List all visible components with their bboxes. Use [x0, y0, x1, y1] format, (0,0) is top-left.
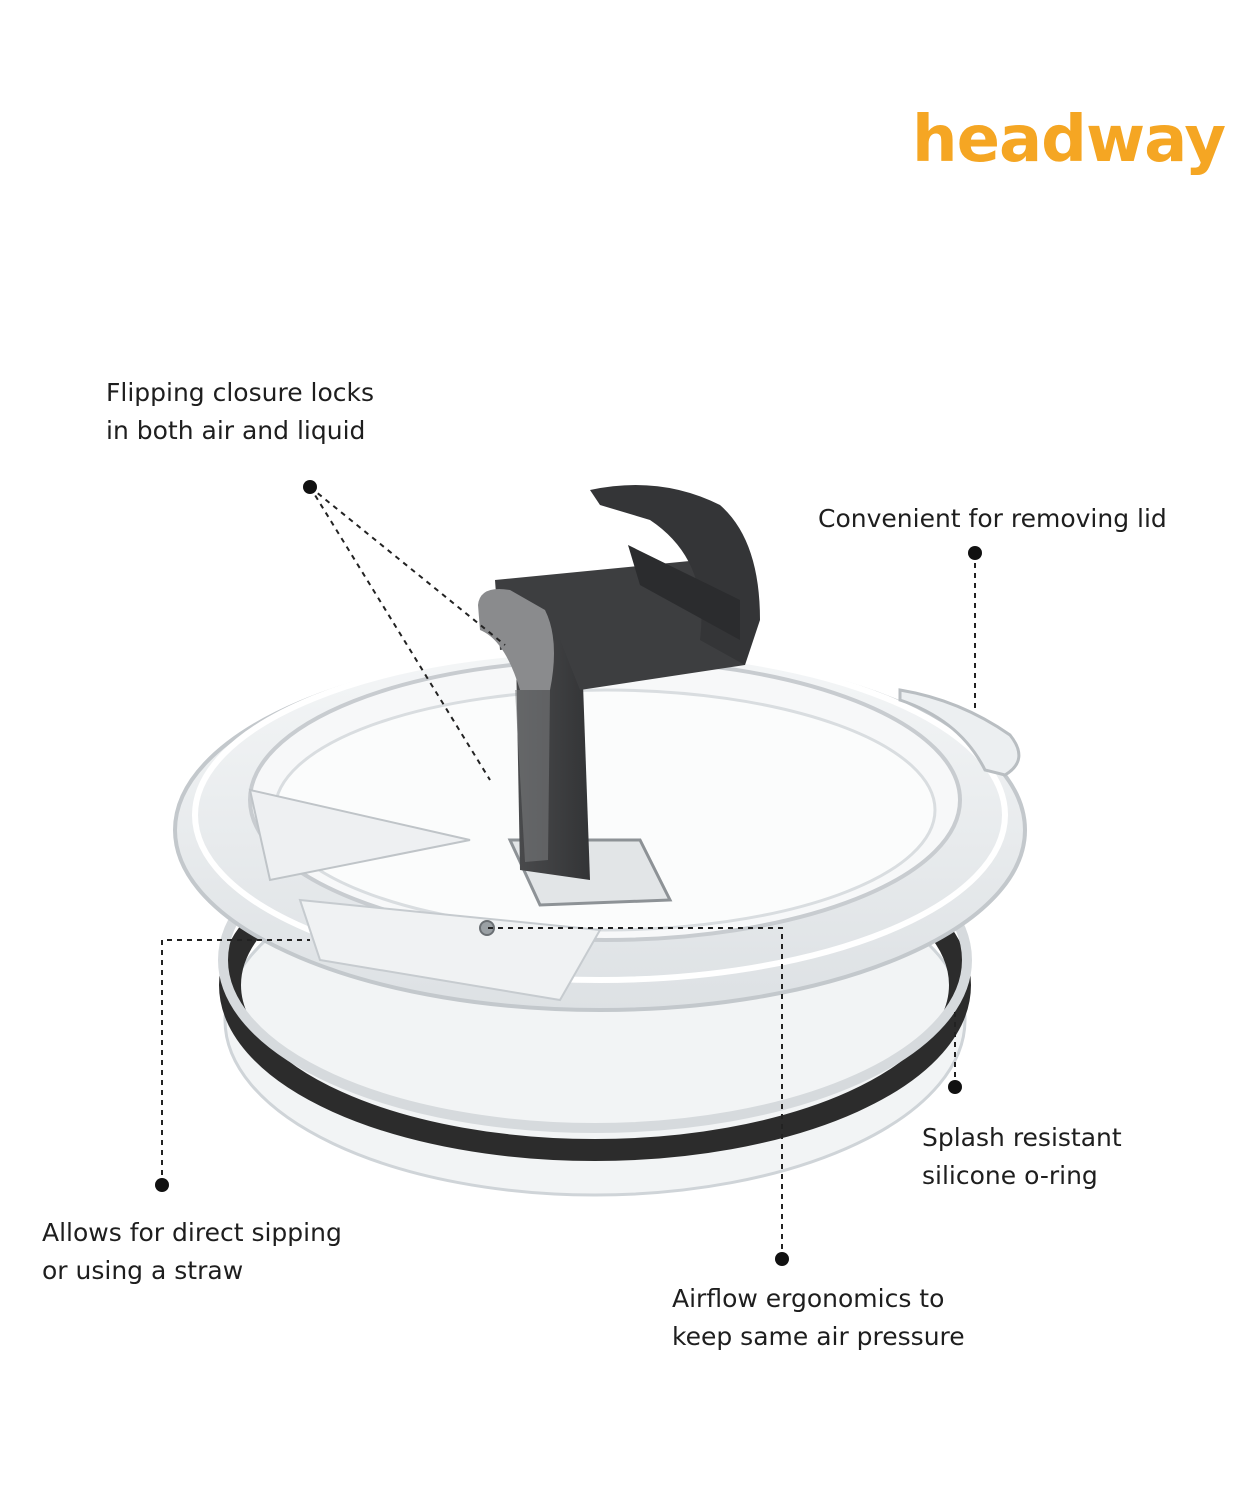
callout-splash-resistant: Splash resistant silicone o-ring: [922, 1119, 1122, 1195]
leader-dot-removing: [968, 546, 982, 560]
callout-splash-line2: silicone o-ring: [922, 1161, 1098, 1190]
headway-logo: headway: [912, 103, 1226, 177]
lid-removal-tab: [898, 688, 1021, 777]
callout-removing-lid: Convenient for removing lid: [818, 500, 1167, 538]
callout-airflow-line2: keep same air pressure: [672, 1322, 965, 1351]
leader-dot-airflow: [775, 1252, 789, 1266]
leader-lines: [161, 486, 976, 1259]
leader-dot-flipping: [303, 480, 317, 494]
callout-flipping-line2: in both air and liquid: [106, 416, 366, 445]
leader-line-airflow: [487, 927, 783, 1259]
lid-body: [173, 647, 1027, 1197]
leader-line-sipping: [161, 939, 310, 1185]
leader-line-flipping-b: [309, 486, 506, 646]
callout-splash-line1: Splash resistant: [922, 1123, 1122, 1152]
leader-dot-sipping: [155, 1178, 169, 1192]
leader-line-flipping-a: [309, 486, 491, 781]
closure-grip: [478, 589, 554, 690]
air-vent-hole: [479, 920, 495, 936]
callout-removing-line1: Convenient for removing lid: [818, 504, 1167, 533]
callout-airflow: Airflow ergonomics to keep same air pres…: [672, 1280, 965, 1356]
callout-airflow-line1: Airflow ergonomics to: [672, 1284, 945, 1313]
callout-flipping-line1: Flipping closure locks: [106, 378, 375, 407]
leader-dot-splash: [948, 1080, 962, 1094]
callout-direct-sipping: Allows for direct sipping or using a str…: [42, 1214, 342, 1290]
flipping-closure: [478, 485, 760, 880]
callout-sipping-line1: Allows for direct sipping: [42, 1218, 342, 1247]
callout-sipping-line2: or using a straw: [42, 1256, 244, 1285]
callout-flipping-closure: Flipping closure locks in both air and l…: [106, 374, 374, 450]
